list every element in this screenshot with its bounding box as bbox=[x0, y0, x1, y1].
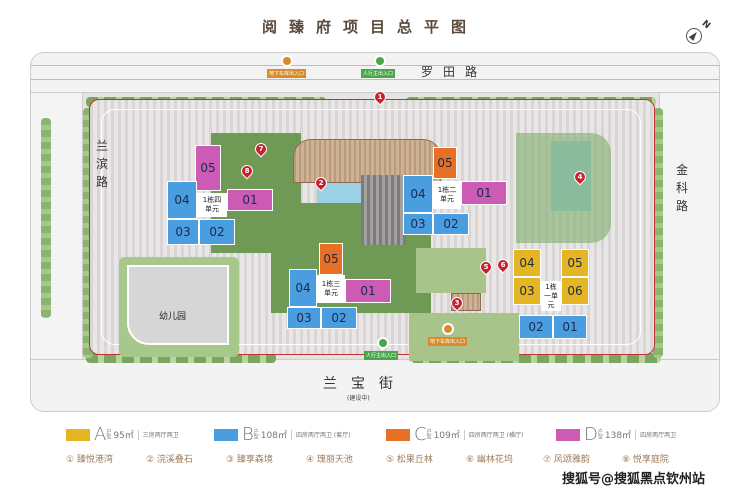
unit-3-02[interactable]: 02 bbox=[519, 315, 553, 339]
legend-type-c: C 户型 109㎡ 四房两厅两卫 (横厅) bbox=[386, 424, 523, 445]
legend-type-a: A 户型 95㎡ 三房两厅两卫 bbox=[66, 424, 179, 445]
divider bbox=[290, 429, 292, 440]
kindergarten-label: 幼儿园 bbox=[159, 312, 187, 322]
feature-4: ④ 瑰丽天池 bbox=[306, 455, 353, 465]
feature-6: ⑥ 幽林花坞 bbox=[466, 455, 513, 465]
legend-type-d: D 户型 138㎡ 四房两厅两卫 bbox=[556, 424, 676, 445]
tree-column bbox=[83, 108, 93, 358]
divider bbox=[137, 429, 139, 440]
unit-3-03[interactable]: 03 bbox=[513, 277, 541, 305]
building-core-0: 1栋四单元 bbox=[197, 193, 227, 217]
unit-0-02[interactable]: 02 bbox=[199, 219, 235, 245]
unit-1-05[interactable]: 05 bbox=[433, 147, 457, 179]
divider bbox=[463, 429, 465, 440]
west-road-label: 兰滨路 bbox=[95, 139, 108, 189]
feature-5: ⑤ 松果丘林 bbox=[386, 455, 433, 465]
fire-lane bbox=[101, 109, 641, 345]
clubhouse bbox=[361, 175, 406, 245]
tree-row bbox=[86, 353, 276, 363]
south-road bbox=[31, 359, 719, 411]
north-car-entrance[interactable]: 地下车库出入口 bbox=[267, 69, 307, 78]
north-road-label: 罗田路 bbox=[421, 65, 488, 79]
unit-3-05[interactable]: 05 bbox=[561, 249, 589, 277]
unit-0-05[interactable]: 05 bbox=[195, 145, 221, 191]
building-core-3: 1栋一单元 bbox=[541, 281, 561, 311]
site-plan: 幼儿园 05 04 1栋四单元 01 03 02 05 04 1栋二单元 01 … bbox=[30, 52, 720, 412]
south-car-entrance[interactable]: 地下车库出入口 bbox=[428, 337, 468, 346]
unit-2-02[interactable]: 02 bbox=[321, 307, 357, 329]
unit-1-01[interactable]: 01 bbox=[461, 181, 507, 205]
unit-0-03[interactable]: 03 bbox=[167, 219, 199, 245]
divider bbox=[635, 429, 637, 440]
feature-8: ⑧ 悦享庭院 bbox=[622, 455, 669, 465]
south-road-label: 兰宝街 bbox=[323, 376, 407, 392]
unit-3-04[interactable]: 04 bbox=[513, 249, 541, 277]
kindergarten-building bbox=[127, 265, 229, 345]
unit-0-01[interactable]: 01 bbox=[227, 189, 273, 211]
east-road bbox=[659, 93, 719, 361]
legend-swatch-d bbox=[556, 428, 580, 441]
unit-0-04[interactable]: 04 bbox=[167, 181, 197, 219]
unit-2-05[interactable]: 05 bbox=[319, 243, 343, 275]
watermark: 搜狐号@搜狐黑点钦州站 bbox=[562, 472, 706, 487]
car-entrance-icon bbox=[442, 323, 454, 335]
compass-icon bbox=[686, 28, 702, 44]
legend-swatch-a bbox=[66, 428, 90, 441]
feature-1: ① 臻悦港湾 bbox=[66, 455, 113, 465]
unit-2-04[interactable]: 04 bbox=[289, 269, 317, 307]
unit-2-01[interactable]: 01 bbox=[345, 279, 391, 303]
garden bbox=[516, 133, 611, 243]
unit-1-02[interactable]: 02 bbox=[433, 213, 469, 235]
building-core-1: 1栋二单元 bbox=[433, 181, 461, 209]
feature-7: ⑦ 风颂雅韵 bbox=[543, 455, 590, 465]
tree-column bbox=[41, 118, 51, 318]
legend-swatch-b bbox=[214, 428, 238, 441]
unit-2-03[interactable]: 03 bbox=[287, 307, 321, 329]
legend-swatch-c bbox=[386, 428, 410, 441]
feature-3: ③ 臻享森境 bbox=[226, 455, 273, 465]
tree-row bbox=[411, 353, 661, 363]
water-feature bbox=[317, 183, 362, 203]
lawn bbox=[416, 248, 486, 293]
page-title: 阅臻府项目总平图 bbox=[261, 18, 478, 36]
east-road-label: 金科路 bbox=[675, 163, 688, 213]
south-road-note: (建设中) bbox=[347, 395, 370, 402]
car-entrance-icon bbox=[281, 55, 293, 67]
feature-2: ② 浣溪叠石 bbox=[146, 455, 193, 465]
west-road bbox=[31, 93, 83, 361]
pedestrian-entrance-icon bbox=[377, 337, 389, 349]
tree-column bbox=[653, 108, 663, 358]
building-core-2: 1栋三单元 bbox=[317, 275, 345, 303]
south-pedestrian-entrance[interactable]: 人行主出入口 bbox=[364, 351, 399, 360]
pedestrian-entrance-icon bbox=[374, 55, 386, 67]
unit-1-04[interactable]: 04 bbox=[403, 175, 433, 213]
north-pedestrian-entrance[interactable]: 人行主出入口 bbox=[361, 69, 396, 78]
unit-1-03[interactable]: 03 bbox=[403, 213, 433, 235]
unit-3-06[interactable]: 06 bbox=[561, 277, 589, 305]
unit-3-01[interactable]: 01 bbox=[553, 315, 587, 339]
legend-type-b: B 户型 108㎡ 四房两厅两卫 (套厅) bbox=[214, 424, 351, 445]
